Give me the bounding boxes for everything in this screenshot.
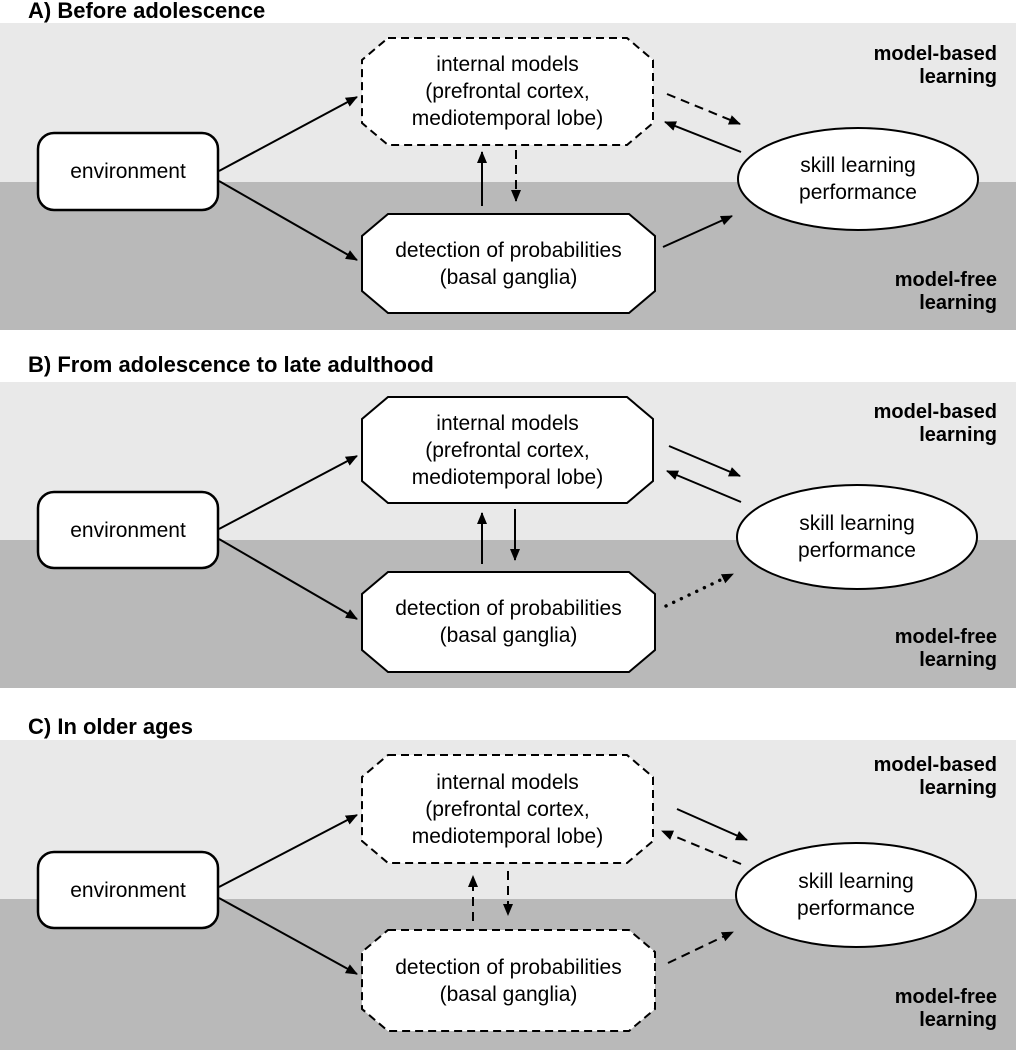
- panel-c-title: C) In older ages: [28, 714, 194, 739]
- region-label-c-model-based: model-based learning: [873, 754, 997, 799]
- edge-a-env-to-detection: [218, 180, 358, 261]
- edge-c-env-to-detection: [218, 897, 358, 975]
- region-label-b-model-free: model-free learning: [894, 626, 997, 671]
- node-b-environment-shape: [36, 490, 220, 570]
- edge-a-detection-to-skill: [662, 215, 733, 248]
- node-c-internal-models-label: internal models (prefrontal cortex, medi…: [411, 770, 604, 848]
- edge-b-detection-to-skill: [664, 572, 735, 608]
- node-a-internal-models-shape: [361, 37, 654, 146]
- node-c-skill-shape: [735, 842, 977, 948]
- node-a-internal-models-label: internal models (prefrontal cortex, medi…: [411, 53, 604, 130]
- edge-c-detection-to-skill: [667, 931, 734, 964]
- panel-b-title: B) From adolescence to late adulthood: [28, 352, 434, 377]
- edge-a-env-to-internal: [218, 96, 358, 172]
- node-b-detection-label: detection of probabilities (basal gangli…: [395, 597, 622, 647]
- node-c-environment-shape: [36, 850, 220, 930]
- edge-c-env-to-internal: [218, 814, 358, 888]
- edge-a-skill-to-internal: [664, 121, 742, 153]
- node-a-environment-shape: [36, 131, 220, 212]
- edge-b-internal-to-skill: [668, 445, 741, 477]
- region-label-a-model-free: model-free learning: [894, 269, 997, 314]
- node-b-skill-shape: [736, 484, 978, 590]
- edge-c-internal-to-skill: [676, 808, 748, 841]
- node-b-environment-label: environment: [70, 518, 186, 542]
- node-b-internal-models-shape: [361, 396, 654, 504]
- node-a-detection-label: detection of probabilities (basal gangli…: [395, 238, 622, 289]
- edge-a-internal-to-skill: [666, 93, 741, 125]
- panel-a-title: A) Before adolescence: [28, 0, 266, 23]
- node-c-internal-models-shape: [361, 754, 654, 864]
- node-c-detection-shape: [361, 929, 656, 1032]
- edge-b-skill-to-internal: [666, 470, 742, 503]
- node-c-detection-label: detection of probabilities (basal gangli…: [395, 955, 622, 1006]
- node-b-skill-label: skill learning performance: [798, 512, 916, 562]
- region-label-a-model-based: model-based learning: [873, 43, 997, 88]
- node-a-skill-label: skill learning performance: [799, 154, 917, 204]
- node-a-environment-label: environment: [70, 160, 186, 183]
- edge-b-env-to-detection: [218, 538, 358, 620]
- region-label-c-model-free: model-free learning: [894, 986, 997, 1031]
- edge-c-skill-to-internal: [661, 830, 742, 865]
- node-a-skill-shape: [737, 127, 979, 231]
- node-b-detection-shape: [361, 571, 656, 673]
- node-b-internal-models-label: internal models (prefrontal cortex, medi…: [411, 411, 604, 489]
- node-c-skill-label: skill learning performance: [797, 870, 915, 920]
- region-label-b-model-based: model-based learning: [873, 401, 997, 446]
- edge-b-env-to-internal: [218, 455, 358, 530]
- node-c-environment-label: environment: [70, 878, 186, 902]
- node-a-detection-shape: [361, 213, 656, 314]
